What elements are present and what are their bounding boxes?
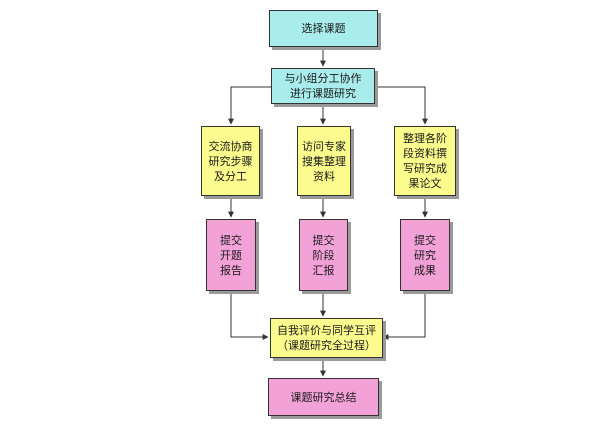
node-submit-results-label: 提交 研究 成果 [414, 233, 436, 277]
edge-results-to-evaluation [382, 291, 426, 340]
node-organize: 整理各阶 段资料撰 写研究成 果论文 [394, 126, 456, 196]
edge-group-to-organize [375, 86, 428, 125]
node-select-topic: 选择课题 [269, 10, 378, 47]
node-negotiate-label: 交流协商 研究步骤 及分工 [208, 139, 253, 183]
node-evaluation: 自我评价与同学互评 （课题研究全过程） [270, 318, 383, 358]
node-submit-results: 提交 研究 成果 [400, 219, 450, 291]
node-submit-stage-label: 提交 阶段 汇报 [312, 233, 335, 277]
node-summary: 课题研究总结 [268, 378, 379, 416]
node-organize-label: 整理各阶 段资料撰 写研究成 果论文 [403, 132, 447, 190]
node-interview: 访问专家 搜集整理 资料 [297, 126, 351, 196]
edge-opening-to-evaluation [230, 291, 269, 340]
edge-group-to-negotiate [228, 86, 271, 125]
node-group-research: 与小组分工协作 进行课题研究 [271, 68, 375, 104]
node-submit-opening: 提交 开题 报告 [206, 219, 256, 291]
node-negotiate: 交流协商 研究步骤 及分工 [201, 126, 260, 196]
node-select-topic-label: 选择课题 [301, 22, 346, 35]
node-summary-label: 课题研究总结 [290, 390, 357, 404]
node-evaluation-label: 自我评价与同学互评 （课题研究全过程） [277, 324, 376, 352]
node-submit-stage: 提交 阶段 汇报 [299, 219, 348, 291]
node-group-research-label: 与小组分工协作 进行课题研究 [284, 72, 362, 100]
node-interview-label: 访问专家 搜集整理 资料 [302, 139, 346, 183]
node-submit-opening-label: 提交 开题 报告 [220, 233, 242, 277]
